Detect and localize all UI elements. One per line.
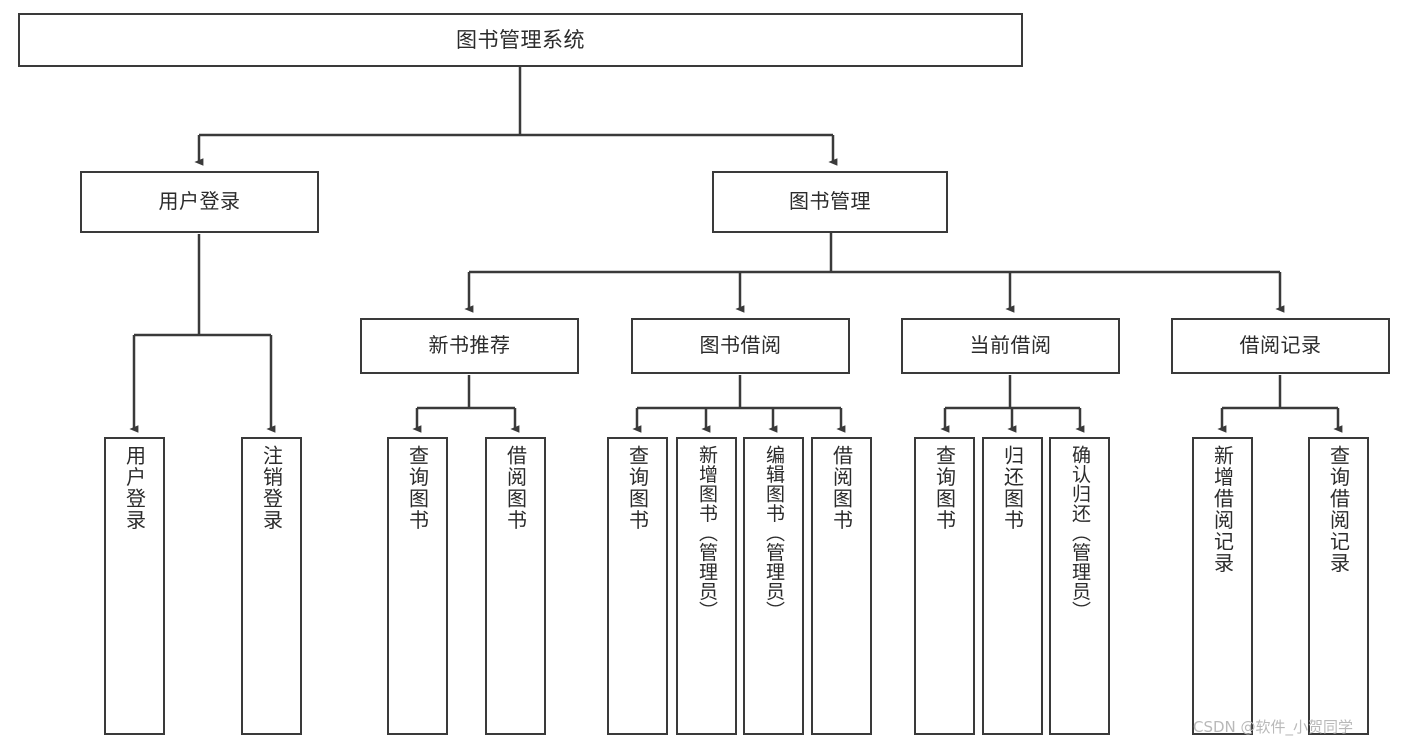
node-label: 注销登录: [259, 445, 284, 531]
node-leaf-borrow-book-recommend[interactable]: 借阅图书: [485, 437, 546, 735]
node-label: 用户登录: [158, 189, 241, 214]
node-borrow-record[interactable]: 借阅记录: [1171, 318, 1390, 374]
node-leaf-user-login[interactable]: 用户登录: [104, 437, 165, 735]
node-label: 图书管理: [789, 189, 871, 214]
node-user-login[interactable]: 用户登录: [80, 171, 319, 233]
node-label: 归还图书: [1000, 445, 1025, 531]
node-label: 编辑图书（管理员）: [763, 445, 785, 621]
node-label: 新书推荐: [428, 333, 511, 358]
node-label: 查询借阅记录: [1326, 445, 1351, 574]
node-label: 借阅记录: [1239, 333, 1322, 358]
node-label: 确认归还（管理员）: [1069, 445, 1091, 621]
node-label: 查询图书: [932, 445, 957, 531]
node-leaf-logout[interactable]: 注销登录: [241, 437, 302, 735]
node-leaf-return-book[interactable]: 归还图书: [982, 437, 1043, 735]
node-leaf-edit-book-admin[interactable]: 编辑图书（管理员）: [743, 437, 804, 735]
node-label: 新增借阅记录: [1210, 445, 1235, 574]
node-label: 借阅图书: [503, 445, 528, 531]
node-label: 借阅图书: [829, 445, 854, 531]
node-book-management[interactable]: 图书管理: [712, 171, 948, 233]
node-leaf-borrow-book[interactable]: 借阅图书: [811, 437, 872, 735]
node-label: 查询图书: [405, 445, 430, 531]
node-label: 图书借阅: [699, 333, 782, 358]
node-label: 图书管理系统: [456, 27, 585, 52]
node-label: 查询图书: [625, 445, 650, 531]
node-leaf-query-book-recommend[interactable]: 查询图书: [387, 437, 448, 735]
node-label: 用户登录: [122, 445, 147, 531]
csdn-watermark: CSDN @软件_小贺同学: [1193, 718, 1354, 736]
node-label: 新增图书（管理员）: [696, 445, 718, 621]
node-leaf-add-borrow-record[interactable]: 新增借阅记录: [1192, 437, 1253, 735]
node-leaf-query-borrow-record[interactable]: 查询借阅记录: [1308, 437, 1369, 735]
node-leaf-confirm-return-admin[interactable]: 确认归还（管理员）: [1049, 437, 1110, 735]
node-label: 当前借阅: [969, 333, 1052, 358]
node-leaf-query-book-borrow[interactable]: 查询图书: [607, 437, 668, 735]
node-leaf-add-book-admin[interactable]: 新增图书（管理员）: [676, 437, 737, 735]
node-root-book-management-system[interactable]: 图书管理系统: [18, 13, 1023, 67]
node-leaf-query-book-current[interactable]: 查询图书: [914, 437, 975, 735]
node-current-borrow[interactable]: 当前借阅: [901, 318, 1120, 374]
node-new-book-recommend[interactable]: 新书推荐: [360, 318, 579, 374]
node-book-borrow[interactable]: 图书借阅: [631, 318, 850, 374]
